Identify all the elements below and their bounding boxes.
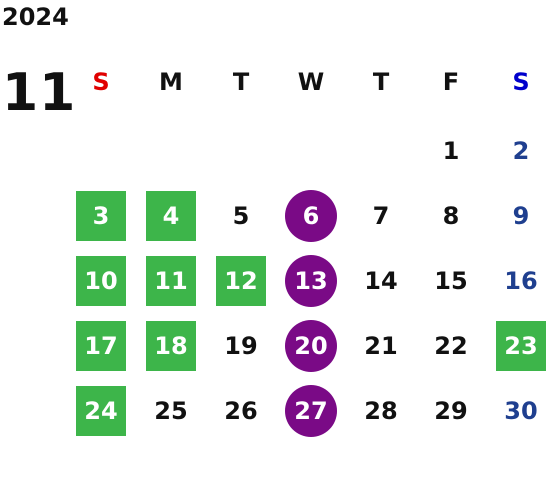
calendar-cell-saturday[interactable]: 9 bbox=[486, 183, 548, 248]
weekday-saturday: S bbox=[512, 68, 530, 96]
calendar-cell-saturday[interactable]: 30 bbox=[486, 378, 548, 443]
calendar-month: 11 bbox=[2, 63, 77, 123]
calendar-cell-tuesday[interactable]: 26 bbox=[206, 378, 276, 443]
calendar-cell-friday[interactable]: 29 bbox=[416, 378, 486, 443]
weekday-header-row: S M T W T F S bbox=[66, 64, 548, 100]
calendar-date: 25 bbox=[154, 396, 188, 425]
weekday-sunday: S bbox=[92, 68, 110, 96]
calendar-cell-sunday[interactable]: 17 bbox=[66, 313, 136, 378]
calendar-date-green: 17 bbox=[76, 320, 126, 371]
calendar-cell-saturday[interactable]: 2 bbox=[486, 118, 548, 183]
calendar-date: 5 bbox=[232, 201, 250, 230]
calendar-cell-tuesday[interactable]: 19 bbox=[206, 313, 276, 378]
calendar-cell-saturday[interactable]: 23 bbox=[486, 313, 548, 378]
calendar-date: 8 bbox=[442, 201, 460, 230]
calendar-date: 28 bbox=[364, 396, 398, 425]
calendar-date-green: 11 bbox=[146, 255, 196, 306]
calendar-date-green: 23 bbox=[496, 320, 546, 371]
calendar-cell-friday[interactable]: 1 bbox=[416, 118, 486, 183]
calendar-cell-monday[interactable]: 18 bbox=[136, 313, 206, 378]
calendar-date: 1 bbox=[442, 136, 460, 165]
calendar-cell-friday[interactable]: 22 bbox=[416, 313, 486, 378]
calendar-cell-thursday[interactable]: 21 bbox=[346, 313, 416, 378]
calendar-date: 30 bbox=[504, 396, 538, 425]
calendar-date-purple: 20 bbox=[285, 319, 337, 372]
calendar-cell-thursday[interactable]: 28 bbox=[346, 378, 416, 443]
calendar-date: 29 bbox=[434, 396, 468, 425]
calendar-cell-wednesday[interactable]: 6 bbox=[276, 183, 346, 248]
calendar-date: 16 bbox=[504, 266, 538, 295]
calendar-cell-tuesday bbox=[206, 118, 276, 183]
calendar-cell-thursday bbox=[346, 118, 416, 183]
calendar-cell-sunday[interactable]: 10 bbox=[66, 248, 136, 313]
calendar-date-green: 18 bbox=[146, 320, 196, 371]
weekday-wednesday: W bbox=[297, 68, 325, 96]
calendar-date: 2 bbox=[512, 136, 530, 165]
calendar-date: 15 bbox=[434, 266, 468, 295]
calendar-cell-sunday bbox=[66, 118, 136, 183]
calendar-cell-wednesday[interactable]: 13 bbox=[276, 248, 346, 313]
calendar-cell-wednesday bbox=[276, 118, 346, 183]
calendar-cell-wednesday[interactable]: 27 bbox=[276, 378, 346, 443]
weekday-monday: M bbox=[159, 68, 183, 96]
calendar-date-purple: 13 bbox=[285, 254, 337, 307]
calendar-cell-saturday[interactable]: 16 bbox=[486, 248, 548, 313]
calendar-date-green: 24 bbox=[76, 385, 126, 436]
weekday-friday: F bbox=[442, 68, 460, 96]
calendar-year: 2024 bbox=[2, 3, 69, 31]
calendar-date: 14 bbox=[364, 266, 398, 295]
calendar-cell-tuesday[interactable]: 12 bbox=[206, 248, 276, 313]
calendar-cell-thursday[interactable]: 7 bbox=[346, 183, 416, 248]
calendar-date: 9 bbox=[512, 201, 530, 230]
calendar-date-green: 10 bbox=[76, 255, 126, 306]
calendar-cell-monday bbox=[136, 118, 206, 183]
calendar-cell-friday[interactable]: 8 bbox=[416, 183, 486, 248]
calendar-date: 19 bbox=[224, 331, 258, 360]
calendar-cell-sunday[interactable]: 3 bbox=[66, 183, 136, 248]
calendar-cell-tuesday[interactable]: 5 bbox=[206, 183, 276, 248]
calendar-date-green: 12 bbox=[216, 255, 266, 306]
calendar-cell-thursday[interactable]: 14 bbox=[346, 248, 416, 313]
calendar-date: 21 bbox=[364, 331, 398, 360]
calendar-date-purple: 27 bbox=[285, 384, 337, 437]
calendar-date: 22 bbox=[434, 331, 468, 360]
calendar-date: 7 bbox=[372, 201, 390, 230]
calendar-date-green: 4 bbox=[146, 190, 196, 241]
calendar-cell-monday[interactable]: 11 bbox=[136, 248, 206, 313]
calendar-cell-sunday[interactable]: 24 bbox=[66, 378, 136, 443]
calendar-date-green: 3 bbox=[76, 190, 126, 241]
calendar-date-purple: 6 bbox=[285, 189, 337, 242]
calendar-cell-monday[interactable]: 25 bbox=[136, 378, 206, 443]
calendar-date: 26 bbox=[224, 396, 258, 425]
calendar-cell-monday[interactable]: 4 bbox=[136, 183, 206, 248]
weekday-tuesday: T bbox=[232, 68, 250, 96]
weekday-thursday: T bbox=[372, 68, 390, 96]
calendar-cell-friday[interactable]: 15 bbox=[416, 248, 486, 313]
calendar-cell-wednesday[interactable]: 20 bbox=[276, 313, 346, 378]
